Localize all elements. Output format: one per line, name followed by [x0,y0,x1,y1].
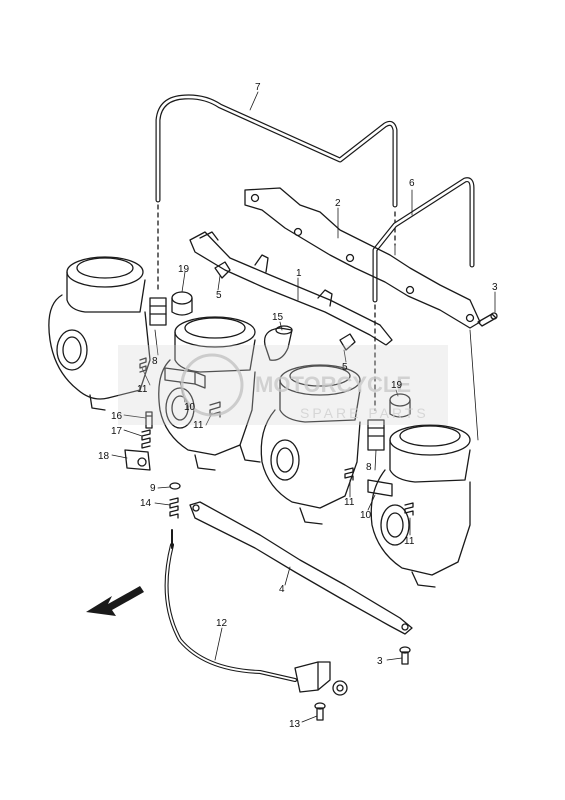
fitting-8-right [367,419,385,451]
callout-1: 1 [296,268,302,279]
front-arrow-icon [86,586,144,616]
callout-19-lower: 19 [391,380,403,391]
cable-bracket [294,661,348,696]
screw-13 [314,702,326,721]
callout-10-right: 10 [360,510,372,521]
joint-10-right [367,479,393,497]
cable-12 [164,529,297,682]
callout-10-left: 10 [184,402,196,413]
spring-14 [169,497,179,519]
cap-19-lower [389,393,411,418]
watermark-gear-icon [180,353,244,417]
callout-8-right: 8 [366,462,372,473]
callout-14: 14 [140,498,152,509]
callout-5-lower: 5 [342,362,348,373]
clip-5-lower [339,333,356,351]
callout-19-upper: 19 [178,264,190,275]
bracket-18 [124,449,151,471]
spring-11-a [139,357,147,373]
callout-8-left: 8 [152,356,158,367]
spring-17 [141,429,151,449]
watermark-brand: MOTORCYCLE [255,372,411,397]
spring-11-c [344,467,354,481]
callout-11-a: 11 [137,384,148,395]
clip-5-upper [214,261,231,279]
watermark: MOTORCYCLE SPARE PARTS [118,345,448,425]
screw-3-upper [477,312,498,327]
callout-5-upper: 5 [216,290,222,301]
callout-11-d: 11 [404,536,415,547]
cap-19-upper [171,291,193,316]
carburetor-right [370,424,471,588]
callout-6: 6 [409,178,415,189]
ring-9 [169,482,181,490]
carburetor-left [48,256,151,411]
callout-9: 9 [150,483,156,494]
carburetor-third [260,364,361,525]
callout-15: 15 [272,312,284,323]
screw-16 [145,411,153,429]
spring-11-b [209,401,221,418]
callout-3-upper: 3 [492,282,498,293]
hose-7 [155,94,398,291]
callout-3-lower: 3 [377,656,383,667]
screw-3-lower [399,646,411,665]
callout-13: 13 [289,719,301,730]
callout-11-c: 11 [344,497,355,508]
callout-17: 17 [111,426,123,437]
callout-4: 4 [279,584,285,595]
callout-7: 7 [255,82,261,93]
callout-16: 16 [111,411,123,422]
watermark-subtitle: SPARE PARTS [300,405,429,421]
plate-4 [189,501,413,635]
fitting-8-left [149,297,167,326]
callout-11-b: 11 [193,420,204,431]
callout-12: 12 [216,618,228,629]
callout-2: 2 [335,198,341,209]
part-labels: 7 6 2 1 19 5 3 8 15 5 19 11 10 16 11 17 … [98,82,498,730]
elbow-15 [263,325,293,361]
throttle-rod-1 [189,231,393,346]
bracket-2 [244,187,481,329]
spring-11-d [404,502,414,516]
callout-18: 18 [98,451,110,462]
